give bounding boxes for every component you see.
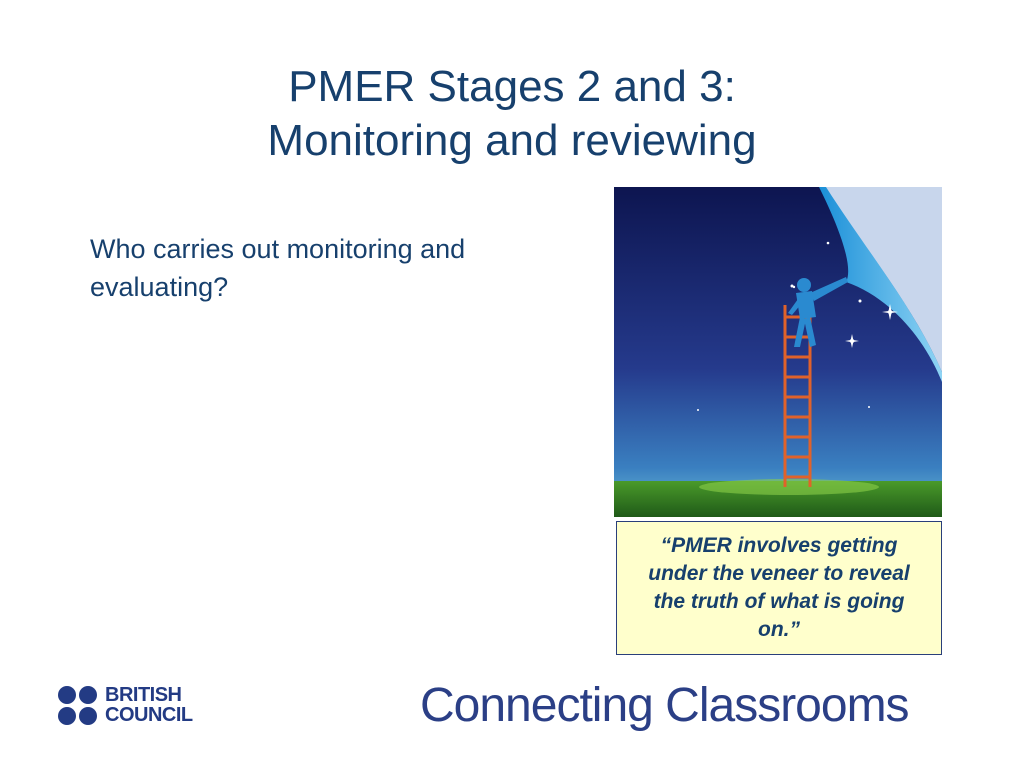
british-council-wordmark: BRITISH COUNCIL xyxy=(105,685,193,725)
british-council-line-1: BRITISH xyxy=(105,684,182,706)
man-on-ladder-peeling-night-sky-icon xyxy=(614,187,942,517)
british-council-dots-icon xyxy=(58,685,97,725)
ladder-illustration xyxy=(614,187,942,517)
connecting-classrooms-logo: Connecting Classrooms xyxy=(420,679,910,732)
british-council-line-2: COUNCIL xyxy=(105,704,193,726)
quote-box: “PMER involves getting under the veneer … xyxy=(616,521,942,655)
slide-title: PMER Stages 2 and 3: Monitoring and revi… xyxy=(0,60,1024,168)
slide-title-line-1: PMER Stages 2 and 3: xyxy=(288,62,736,111)
body-text: Who carries out monitoring and evaluatin… xyxy=(90,234,466,302)
british-council-logo: BRITISH COUNCIL xyxy=(58,682,218,728)
slide-title-line-2: Monitoring and reviewing xyxy=(267,116,757,165)
quote-text: “PMER involves getting under the veneer … xyxy=(648,534,910,641)
